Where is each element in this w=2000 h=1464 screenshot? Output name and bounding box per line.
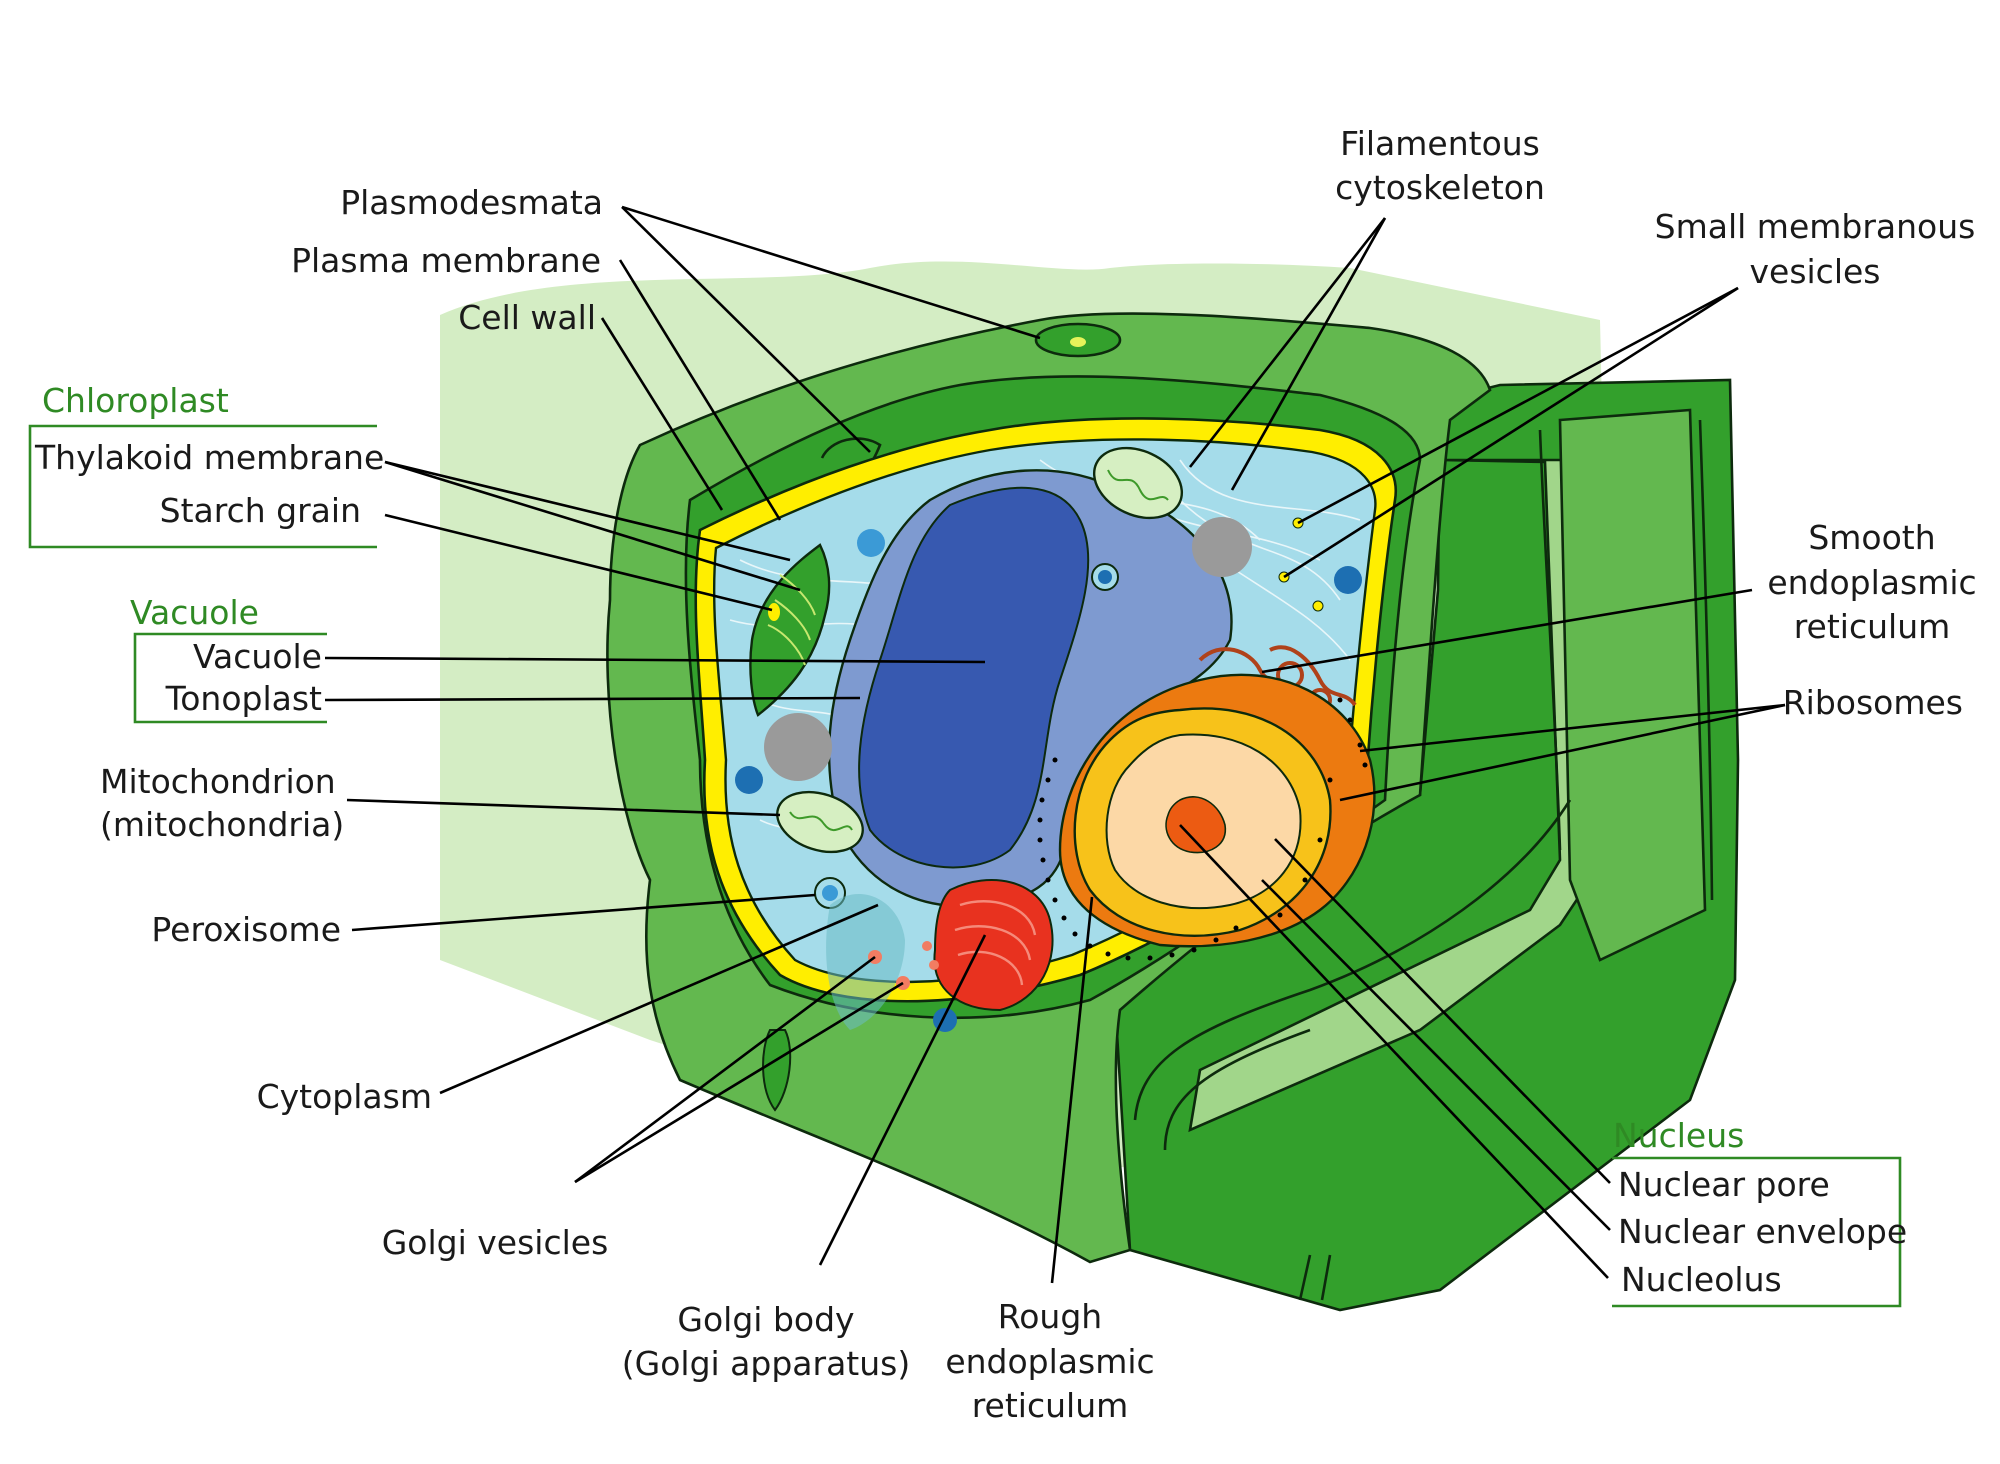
label-small-vesicles-1: Small membranous	[1655, 207, 1976, 246]
label-starch-grain: Starch grain	[160, 491, 361, 530]
label-golgi-vesicles: Golgi vesicles	[382, 1223, 609, 1262]
label-mitochondrion-1: Mitochondrion	[100, 762, 336, 801]
blue-vesicle-3	[1334, 566, 1362, 594]
label-filamentous-1: Filamentous	[1340, 124, 1540, 163]
group-title-chloroplast: Chloroplast	[42, 381, 229, 420]
grey-vesicle-left	[764, 713, 832, 781]
label-cytoplasm: Cytoplasm	[257, 1077, 432, 1116]
label-smooth-er-3: reticulum	[1794, 607, 1951, 646]
golgi-vesicle-4	[929, 960, 939, 970]
grey-vesicle-right	[1192, 517, 1252, 577]
label-golgi-body-2: (Golgi apparatus)	[622, 1344, 910, 1383]
vacuole-group-box	[133, 632, 327, 724]
nucleus-group-box	[1612, 1156, 1902, 1308]
wall-edge-curve-2	[1163, 1028, 1311, 1151]
label-thylakoid-membrane: Thylakoid membrane	[34, 438, 384, 477]
cytoplasm-shadow	[826, 893, 905, 1030]
label-vacuole: Vacuole	[193, 637, 322, 676]
blue-vesicle-2	[735, 766, 763, 794]
label-peroxisome: Peroxisome	[151, 910, 341, 949]
label-cell-wall: Cell wall	[458, 298, 596, 337]
nucleolus	[1165, 796, 1226, 854]
cell-wall-side-inner	[1558, 408, 1707, 962]
label-filamentous-2: cytoskeleton	[1335, 168, 1545, 207]
blue-vesicle-4	[933, 1008, 957, 1032]
mitochondrion-left	[776, 790, 864, 854]
label-mitochondrion-2: (mitochondria)	[100, 805, 344, 844]
label-nuclear-envelope: Nuclear envelope	[1618, 1212, 1907, 1251]
label-golgi-body-1: Golgi body	[677, 1300, 854, 1339]
wall-edge-curve-4	[1698, 419, 1714, 901]
ribosomes	[1037, 697, 1368, 961]
plasmodesma-dot-top	[1070, 337, 1086, 347]
mitochondrion-top	[1092, 446, 1184, 520]
starch-grain	[768, 603, 780, 621]
label-nuclear-pore: Nuclear pore	[1618, 1165, 1830, 1204]
golgi-vesicle-3	[922, 941, 932, 951]
label-ribosomes: Ribosomes	[1783, 683, 1963, 722]
chloroplast	[749, 543, 831, 717]
label-rough-er-2: endoplasmic	[945, 1342, 1154, 1381]
label-plasma-membrane: Plasma membrane	[291, 241, 601, 280]
blue-vesicle-1	[857, 529, 885, 557]
leader-lines	[324, 205, 1786, 1284]
vacuole	[858, 486, 1090, 869]
label-nucleolus: Nucleolus	[1621, 1260, 1782, 1299]
chloroplast-group-box	[28, 424, 377, 549]
peroxisome-2	[1091, 563, 1119, 591]
wall-edge-curve-6	[1320, 1254, 1332, 1301]
label-small-vesicles-2: vesicles	[1749, 252, 1880, 291]
label-plasmodesmata: Plasmodesmata	[340, 183, 603, 222]
wall-edge-curve-1	[1133, 799, 1572, 1121]
group-title-nucleus: Nucleus	[1613, 1116, 1744, 1155]
golgi-body	[933, 879, 1054, 1012]
label-rough-er-1: Rough	[998, 1297, 1102, 1336]
chloroplast-wall	[762, 1029, 792, 1112]
small-vesicle-3	[1312, 600, 1324, 612]
label-smooth-er-2: endoplasmic	[1767, 563, 1976, 602]
wall-edge-curve-3	[1538, 429, 1562, 851]
label-smooth-er-1: Smooth	[1808, 518, 1935, 557]
wall-edge-curve-5	[1298, 1254, 1312, 1301]
group-title-vacuole: Vacuole	[130, 593, 259, 632]
label-tonoplast: Tonoplast	[165, 679, 322, 718]
label-rough-er-3: reticulum	[972, 1386, 1129, 1425]
